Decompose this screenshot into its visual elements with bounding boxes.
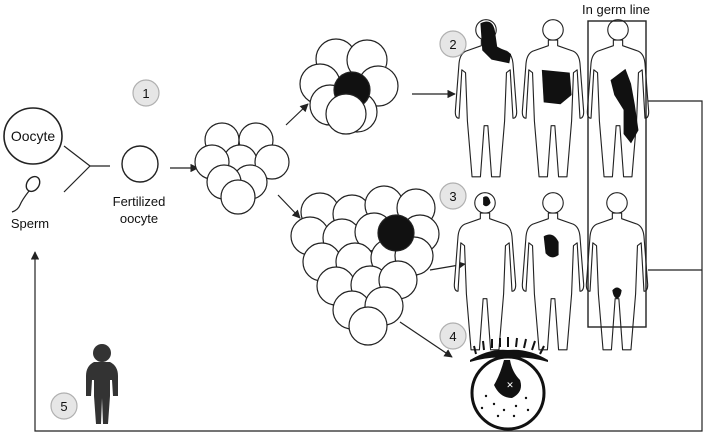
step-number: 5	[60, 399, 67, 414]
body-row3-3	[585, 192, 649, 351]
late-mutation-cluster	[290, 185, 440, 346]
body-row3-2	[521, 192, 585, 351]
sperm-label: Sperm	[11, 216, 49, 231]
germ-line-box: In germ line	[582, 2, 650, 328]
body-row3-1	[453, 192, 517, 351]
early-mutation-cluster	[299, 38, 399, 135]
feedback-lines	[30, 100, 703, 432]
step-number: 3	[449, 189, 456, 204]
fertilization-lines	[63, 145, 110, 193]
mutant-cell	[377, 214, 415, 252]
placenta-illustration: ✕	[470, 337, 548, 431]
morula	[194, 122, 290, 215]
body-row2-2	[521, 19, 585, 178]
child-silhouette	[86, 344, 118, 424]
fertilized-label-line1: Fertilized	[113, 194, 166, 209]
arrow-to-placenta	[399, 321, 453, 358]
svg-text:✕: ✕	[506, 380, 514, 390]
oocyte-label: Oocyte	[11, 128, 56, 144]
arrow-to-large-cluster	[277, 194, 301, 219]
step-badge-1: 1	[132, 79, 160, 107]
fertilized-label-line2: oocyte	[120, 211, 158, 226]
step-badge-2: 2	[439, 30, 467, 58]
step-badge-3: 3	[439, 182, 467, 210]
step-badge-4: 4	[439, 322, 467, 350]
fertilized-oocyte: Fertilized oocyte	[113, 145, 166, 226]
step-badge-5: 5	[50, 392, 78, 420]
step-number: 2	[449, 37, 456, 52]
sperm-cell: Sperm	[11, 175, 49, 231]
germ-line-label: In germ line	[582, 2, 650, 17]
oocyte-cell: Oocyte	[3, 107, 63, 165]
body-row2-1	[454, 19, 518, 178]
body-row2-3	[586, 19, 650, 178]
arrow-to-small-cluster	[285, 103, 309, 126]
step-number: 1	[142, 86, 149, 101]
step-number: 4	[449, 329, 456, 344]
